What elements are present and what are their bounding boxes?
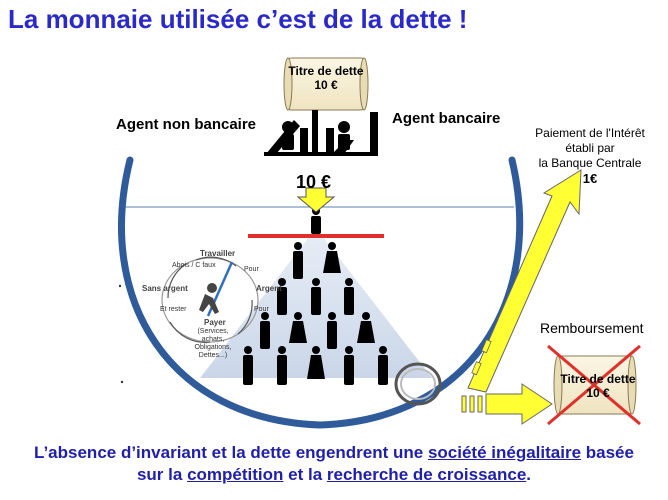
person [327, 312, 337, 349]
link-competition[interactable]: compétition [187, 465, 284, 484]
conclusion-text: L’absence d’invariant et la dette engend… [0, 442, 668, 486]
cycle-small3: Et rester [160, 306, 187, 313]
top-scroll-title: Titre de dette [288, 64, 364, 78]
cycle-small2: Pour [244, 266, 259, 273]
crossed-scroll-icon [547, 344, 641, 426]
people-pyramid [243, 207, 388, 385]
person [277, 346, 287, 385]
cycle-argent: Argent [256, 284, 282, 293]
agents-bank-icon [264, 110, 378, 156]
arrow-dash [481, 339, 492, 354]
person [378, 346, 388, 385]
conclusion-part5: . [526, 465, 532, 484]
amount-label: 10 € [296, 172, 332, 192]
conclusion-part1: L’absence d’invariant et la dette engend… [34, 443, 428, 462]
repayment-arrow [461, 383, 553, 425]
interest-text: Paiement de l'Intérêt établi par la Banq… [520, 126, 660, 186]
page-title: La monnaie utilisée c’est de la dette ! [8, 4, 468, 34]
person [357, 312, 375, 343]
interest-arrow [467, 169, 582, 393]
agent-bancaire-label: Agent bancaire [392, 110, 501, 127]
interest-line3: la Banque Centrale [538, 156, 642, 170]
top-scroll-amount: 10 € [314, 78, 338, 92]
person [344, 346, 354, 385]
drain-ring [394, 362, 442, 406]
link-recherche-croissance[interactable]: recherche de croissance [326, 465, 527, 484]
link-societe-inegalitaire[interactable]: société inégalitaire [427, 443, 582, 462]
arrow-dash [471, 361, 482, 376]
person [344, 278, 354, 315]
bottom-scroll-amount: 10 € [586, 386, 610, 400]
cycle-travailler: Travailler [200, 249, 236, 258]
interest-line1: Paiement de l'Intérêt [535, 126, 645, 140]
interest-line2: établi par [565, 141, 615, 155]
agent-non-bancaire-label: Agent non bancaire [116, 116, 257, 133]
work-cycle-diagram [161, 256, 259, 343]
person [311, 278, 321, 315]
cycle-payer: Payer [204, 318, 226, 327]
person [307, 346, 325, 379]
conclusion-part4: et la [283, 465, 327, 484]
person [243, 346, 253, 385]
bottom-scroll-text: Titre de dette 10 € [552, 372, 644, 400]
cycle-small1: Abois / C faux [172, 262, 216, 269]
top-scroll-text: Titre de dette 10 € [280, 64, 372, 92]
cycle-payer-detail: (Services, achats, Obligations, Dettes..… [194, 328, 232, 359]
conclusion-part2: basée [581, 443, 634, 462]
down-arrow [296, 187, 336, 213]
top-scroll-icon [283, 57, 369, 111]
bottom-scroll-title: Titre de dette [560, 372, 636, 386]
cycle-small4: Pour [254, 306, 269, 313]
person [293, 242, 303, 279]
person [277, 278, 287, 315]
person [323, 242, 341, 273]
person [260, 312, 270, 349]
person [289, 312, 307, 343]
cycle-sans-argent: Sans argent [142, 284, 188, 293]
conclusion-part3: sur la [136, 465, 188, 484]
remboursement-label: Remboursement [540, 320, 644, 336]
bowl [118, 156, 524, 429]
interest-amount: 1€ [582, 171, 598, 186]
